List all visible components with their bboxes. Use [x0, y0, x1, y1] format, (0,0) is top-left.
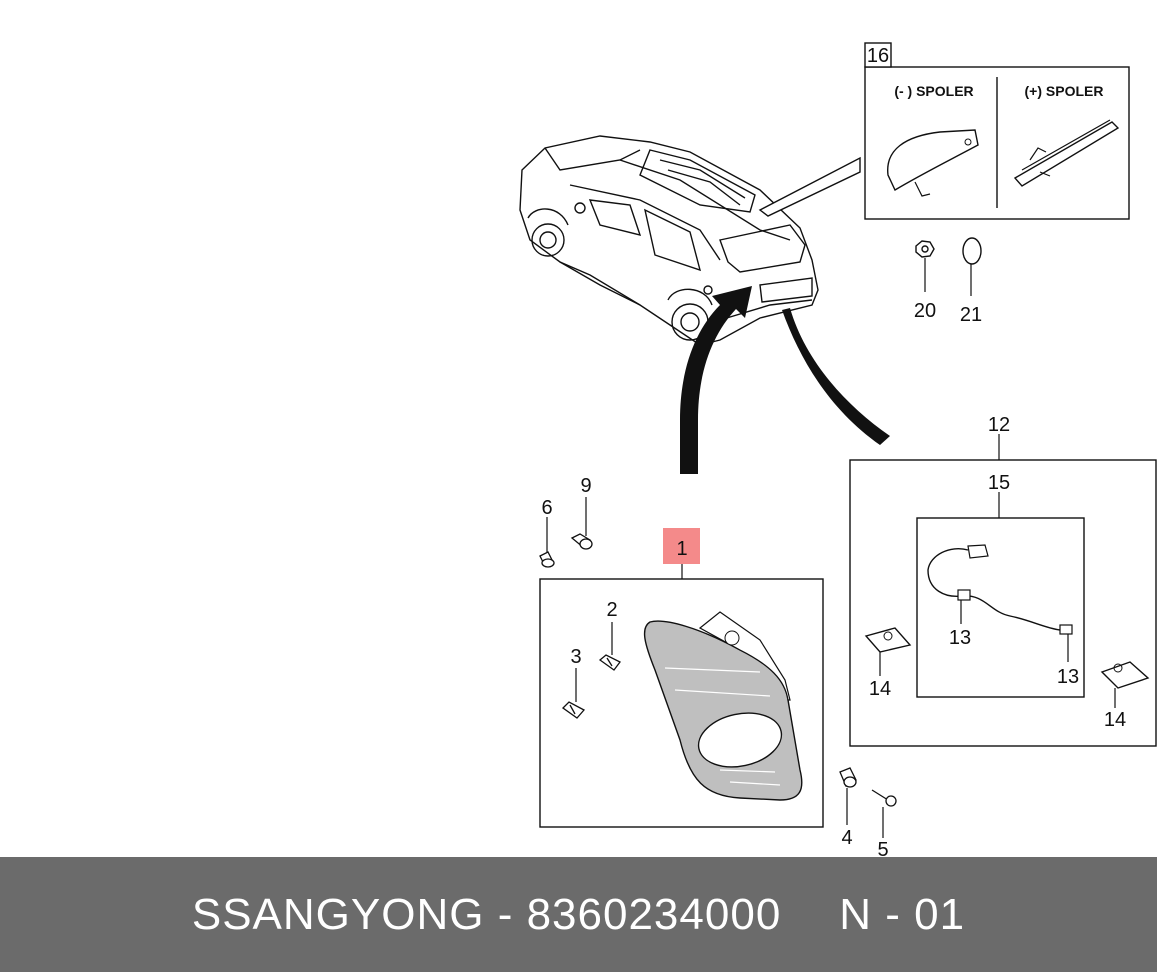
callout-14-a: 14 — [869, 678, 891, 700]
footer-bar: SSANGYONG - 8360234000 N - 01 — [0, 857, 1157, 972]
callout-16: 16 — [867, 45, 889, 67]
part-21-cap — [962, 237, 982, 265]
callout-1-highlight — [663, 528, 700, 564]
callout-4: 4 — [841, 827, 852, 849]
label-plus-spoiler: (+) SPOLER — [1025, 83, 1104, 99]
part-5-screw — [871, 789, 897, 807]
plus-spoiler-lamp — [1013, 121, 1120, 187]
part-20-nut — [915, 240, 935, 258]
callout-21: 21 — [960, 304, 982, 326]
part-4-grommet — [839, 767, 857, 788]
footer-code: N - 01 — [839, 889, 966, 939]
parts-diagram: 16 (- ) SPOLER (+) SPOLER 20 21 12 15 13… — [519, 42, 1157, 857]
callout-15: 15 — [988, 472, 1010, 494]
bulb-3 — [561, 701, 586, 719]
callout-14-b: 14 — [1104, 709, 1126, 731]
callout-13-b: 13 — [1057, 666, 1079, 688]
label-minus-spoiler: (- ) SPOLER — [894, 83, 973, 99]
bulb-2 — [598, 654, 621, 671]
footer-brand-part: SSANGYONG - 8360234000 — [191, 889, 782, 939]
minus-spoiler-lamp — [887, 129, 979, 191]
part-9-clip — [570, 533, 593, 550]
rear-lamp-box: 1 2 3 — [539, 528, 824, 828]
suv-illustration — [519, 135, 819, 346]
pointer-arrow-lamp — [680, 286, 752, 474]
callout-20: 20 — [914, 300, 936, 322]
callout-3: 3 — [570, 646, 581, 668]
footer-caption: SSANGYONG - 8360234000 N - 01 — [192, 890, 965, 940]
callout-9: 9 — [580, 475, 591, 497]
part-6-clip — [539, 551, 555, 568]
callout-13-a: 13 — [949, 627, 971, 649]
lamp-reflector-hole — [697, 712, 783, 768]
callout-1: 1 — [676, 538, 687, 560]
callout-12: 12 — [988, 414, 1010, 436]
pointer-wedge-license — [782, 308, 890, 445]
pointer-wedge-spoiler — [758, 156, 861, 217]
callout-5: 5 — [877, 839, 888, 857]
callout-6: 6 — [541, 497, 552, 519]
license-lamp-box: 12 15 13 13 14 14 — [849, 414, 1157, 747]
callout-2: 2 — [606, 599, 617, 621]
spoiler-inset: 16 (- ) SPOLER (+) SPOLER — [864, 42, 1130, 220]
